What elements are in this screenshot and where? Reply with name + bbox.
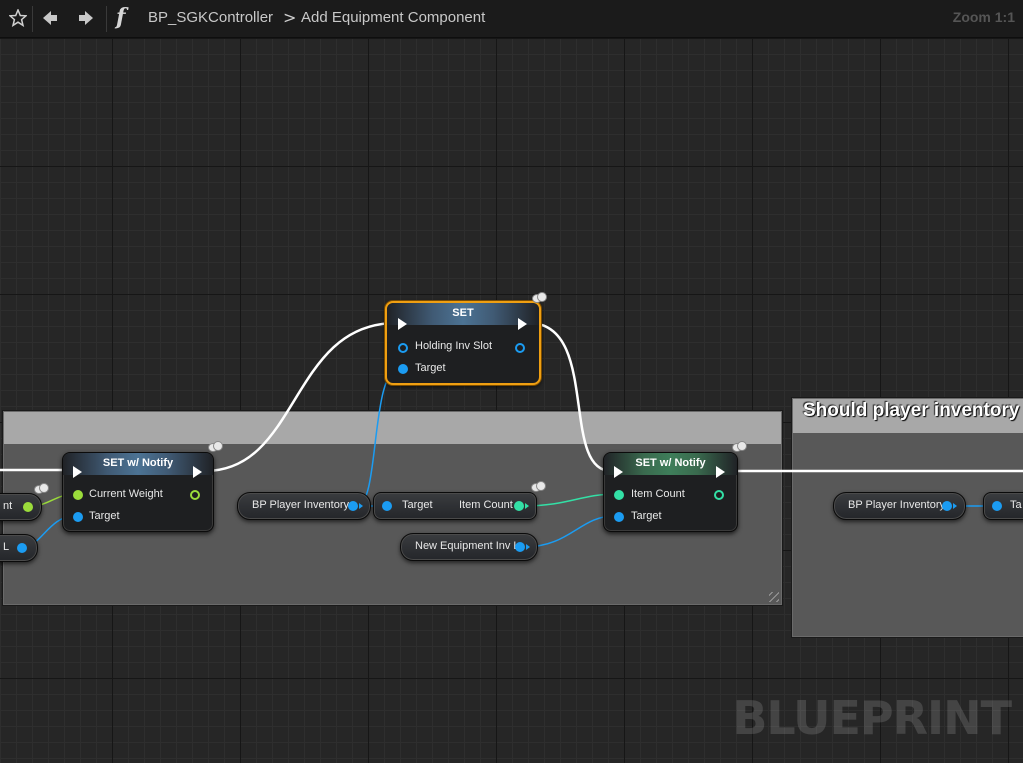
object-pin-icon[interactable] [348, 501, 358, 511]
bp-player-inventory-getter[interactable]: BP Player Inventory [237, 492, 371, 520]
int-out-pin-icon[interactable] [714, 490, 724, 500]
exec-out-pin-icon[interactable] [518, 318, 527, 330]
forward-arrow-icon[interactable] [76, 6, 96, 30]
set-holding-inv-slot-node[interactable]: SET Holding Inv Slot Target [385, 301, 541, 385]
object-pin-icon[interactable] [515, 542, 525, 552]
pin-label: Ta [1010, 499, 1022, 511]
target-node-partial[interactable]: Ta [983, 492, 1023, 520]
object-pin-icon[interactable] [73, 512, 83, 522]
node-header: SET [387, 303, 539, 325]
pin-label: Target [402, 499, 433, 511]
node-title: SET [452, 307, 474, 319]
bp-player-inventory-getter[interactable]: BP Player Inventory [833, 492, 966, 520]
cloud-icon [532, 292, 547, 303]
breadcrumb-function[interactable]: Add Equipment Component [301, 9, 486, 26]
pin-label: Holding Inv Slot [415, 340, 493, 352]
object-pin-icon[interactable] [17, 543, 27, 553]
variable-label: L [3, 541, 10, 553]
object-pin-icon[interactable] [382, 501, 392, 511]
object-pin-icon[interactable] [614, 512, 624, 522]
variable-label: nt [3, 500, 13, 512]
exec-wire [528, 321, 612, 473]
breadcrumb-separator: > [283, 8, 297, 27]
toolbar-divider [32, 6, 33, 32]
object-pin-icon[interactable] [398, 343, 408, 353]
cloud-icon [34, 483, 49, 494]
pin-label: Item Count [631, 488, 685, 500]
pin-label: Current Weight [89, 488, 163, 500]
exec-out-pin-icon[interactable] [716, 466, 725, 478]
node-title: SET w/ Notify [635, 457, 706, 469]
resize-grip-icon[interactable] [769, 592, 779, 602]
comment-header[interactable] [4, 412, 781, 444]
pin-label: Item Count [459, 499, 513, 511]
cloud-icon [531, 481, 546, 492]
pin-label: Target [415, 362, 446, 374]
pin-arrow-icon [953, 503, 957, 509]
variable-label: BP Player Inventory [252, 499, 350, 511]
cloud-icon [732, 441, 747, 452]
pin-arrow-icon [359, 503, 363, 509]
object-pin-icon[interactable] [992, 501, 1002, 511]
variable-label: New Equipment Inv L [415, 540, 520, 552]
pin-arrow-icon [525, 503, 529, 509]
zoom-level: Zoom 1:1 [952, 9, 1015, 25]
function-icon: f [116, 4, 126, 30]
back-arrow-icon[interactable] [40, 6, 60, 30]
exec-in-pin-icon[interactable] [73, 466, 82, 478]
pin-label: Target [89, 510, 120, 522]
variable-getter-partial[interactable]: L [0, 534, 38, 562]
int-pin-icon[interactable] [514, 501, 524, 511]
get-item-count-node[interactable]: Target Item Count [373, 492, 537, 520]
star-icon[interactable] [8, 6, 28, 30]
comment-title: Should player inventory [803, 400, 1020, 421]
node-header: SET w/ Notify [604, 453, 737, 475]
exec-in-pin-icon[interactable] [614, 466, 623, 478]
blueprint-watermark: BLUEPRINT [732, 691, 1012, 745]
int-pin-icon[interactable] [614, 490, 624, 500]
variable-label: BP Player Inventory [848, 499, 946, 511]
new-equipment-inv-getter[interactable]: New Equipment Inv L [400, 533, 538, 561]
comment-header[interactable]: Should player inventory [793, 399, 1023, 433]
set-notify-current-weight-node[interactable]: SET w/ Notify Current Weight Target [62, 452, 214, 532]
breadcrumb-blueprint[interactable]: BP_SGKController [148, 9, 274, 26]
exec-wire [204, 321, 397, 473]
exec-in-pin-icon[interactable] [398, 318, 407, 330]
graph-toolbar: f BP_SGKController > Add Equipment Compo… [0, 0, 1023, 38]
node-header: SET w/ Notify [63, 453, 213, 475]
float-pin-icon[interactable] [23, 502, 33, 512]
object-pin-icon[interactable] [942, 501, 952, 511]
object-wire [356, 367, 401, 507]
node-title: SET w/ Notify [102, 457, 174, 469]
set-notify-item-count-node[interactable]: SET w/ Notify Item Count Target [603, 452, 738, 532]
variable-getter-partial[interactable]: nt [0, 493, 42, 521]
float-out-pin-icon[interactable] [190, 490, 200, 500]
pin-label: Target [631, 510, 662, 522]
pin-arrow-icon [526, 544, 530, 550]
exec-out-pin-icon[interactable] [193, 466, 202, 478]
object-out-pin-icon[interactable] [515, 343, 525, 353]
cloud-icon [208, 441, 223, 452]
float-pin-icon[interactable] [73, 490, 83, 500]
object-pin-icon[interactable] [398, 364, 408, 374]
toolbar-divider [106, 6, 107, 32]
